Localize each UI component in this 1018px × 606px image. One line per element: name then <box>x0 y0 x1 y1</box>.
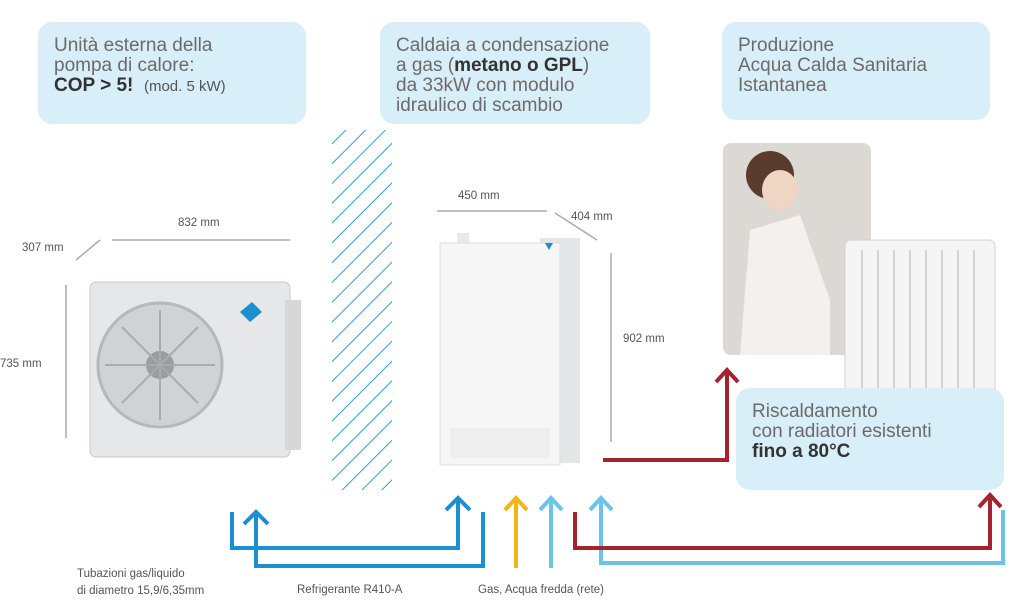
boiler-image <box>439 233 580 466</box>
cold-water-pipe <box>538 495 564 568</box>
gas-pipe <box>503 495 529 568</box>
caption-text: Tubazioni gas/liquido <box>77 568 185 580</box>
dhw-callout: Produzione Acqua Calda Sanitaria Istanta… <box>722 22 990 120</box>
cold-water-dhw-pipe <box>588 495 1005 565</box>
callout-text: da 33kW con modulo <box>396 75 575 96</box>
hot-water-dhw-pipe <box>603 367 740 462</box>
hot-water-heating-pipe <box>573 492 1003 550</box>
gas-water-caption: Gas, Acqua fredda (rete) <box>478 584 604 596</box>
callout-text: Caldaia a condensazione <box>396 35 610 56</box>
callout-text: Istantanea <box>738 75 827 96</box>
radiator-image <box>844 239 996 421</box>
fuel-type: metano o GPL <box>454 55 583 76</box>
boiler-callout: Caldaia a condensazione a gas (metano o … <box>380 22 650 124</box>
refrigerant-pipe-outer <box>230 500 460 550</box>
callout-text: pompa di calore: <box>54 55 195 76</box>
callout-text: Unità esterna della <box>54 35 213 56</box>
caption-text: di diametro 15,9/6,35mm <box>77 585 205 597</box>
callout-text: Acqua Calda Sanitaria <box>738 55 928 76</box>
callout-text: con radiatori esistenti <box>752 421 932 442</box>
outdoor-unit-image <box>89 281 301 458</box>
callout-text: ) <box>582 55 590 76</box>
refrigerant-pipe-inner <box>254 512 485 568</box>
boiler-depth-label: 404 mm <box>571 211 613 223</box>
callout-text: idraulico di scambio <box>396 95 563 116</box>
outdoor-depth-label: 307 mm <box>22 242 64 254</box>
callout-text: Produzione <box>738 35 835 56</box>
wall-hatch <box>332 130 392 490</box>
callout-text: a gas ( <box>396 55 455 76</box>
refrigerant-arrow-left <box>242 509 270 526</box>
boiler-width-label: 450 mm <box>458 190 500 202</box>
refrigerant-caption: Refrigerante R410-A <box>297 584 403 596</box>
heating-callout: Riscaldamento con radiatori esistenti fi… <box>736 388 1004 490</box>
cop-value: COP > 5! <box>54 75 134 96</box>
outdoor-height-label: 735 mm <box>0 358 42 370</box>
dimension-lines <box>65 210 612 442</box>
callout-text: Riscaldamento <box>752 401 878 422</box>
pipes-caption: Tubazioni gas/liquido di diametro 15,9/6… <box>77 566 204 600</box>
refrigerant-arrow-right <box>444 495 472 512</box>
outdoor-unit-callout: Unità esterna della pompa di calore: COP… <box>38 22 306 124</box>
model-note: (mod. 5 kW) <box>143 78 226 95</box>
max-temperature: fino a 80°C <box>752 441 851 462</box>
boiler-height-label: 902 mm <box>623 333 665 345</box>
outdoor-width-label: 832 mm <box>178 217 220 229</box>
shower-photo <box>723 143 871 355</box>
